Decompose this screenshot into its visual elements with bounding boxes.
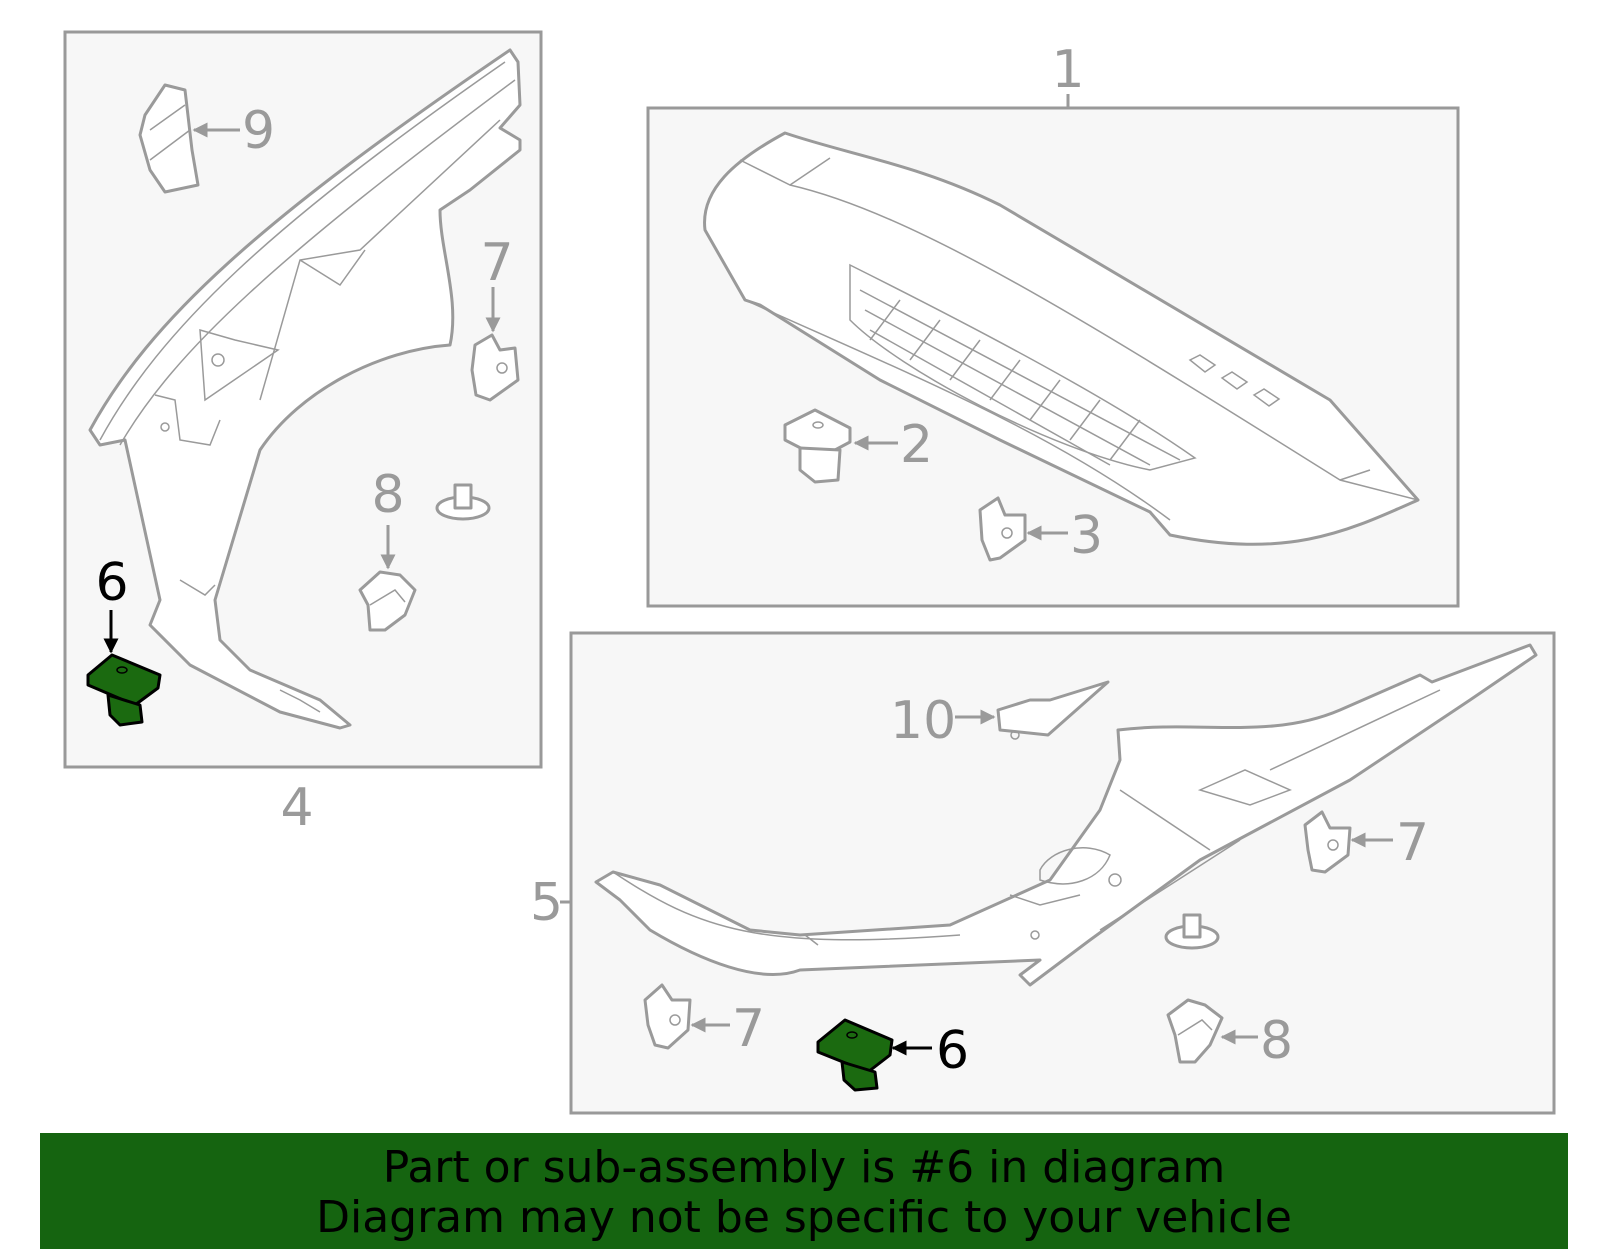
info-banner: Part or sub-assembly is #6 in diagram Di… bbox=[40, 1133, 1568, 1249]
callout-8-right: 8 bbox=[1260, 1011, 1293, 1071]
callout-10: 10 bbox=[890, 691, 956, 751]
part-7-clip-left bbox=[470, 333, 520, 402]
callout-2: 2 bbox=[900, 415, 933, 475]
part-6-highlighted-left bbox=[86, 610, 162, 727]
part-8-retainer-left bbox=[358, 570, 417, 632]
part-10-trim-piece bbox=[996, 680, 1110, 737]
banner-line-2: Diagram may not be specific to your vehi… bbox=[316, 1192, 1292, 1243]
callout-5: 5 bbox=[530, 873, 563, 933]
callout-4: 4 bbox=[280, 778, 313, 838]
callout-6-right: 6 bbox=[936, 1021, 969, 1081]
pillar-trim-panel bbox=[88, 48, 522, 730]
callout-7-left: 7 bbox=[480, 233, 513, 293]
panel-assembly-1 bbox=[646, 94, 1460, 608]
callout-7-right-bottom: 7 bbox=[732, 999, 765, 1059]
callout-9: 9 bbox=[242, 101, 275, 161]
part-7-clip-right-bottom bbox=[643, 983, 692, 1050]
callout-7-right-top: 7 bbox=[1396, 813, 1429, 873]
part-7-clip-right-top bbox=[1303, 810, 1352, 874]
panel-assembly-5 bbox=[560, 631, 1556, 1115]
part-9-bracket bbox=[138, 83, 200, 194]
part-8-retainer-right bbox=[1166, 998, 1224, 1064]
part-3-clip bbox=[978, 496, 1027, 562]
panel-assembly-4 bbox=[63, 30, 543, 769]
scuff-plate bbox=[703, 131, 1420, 546]
banner-line-1: Part or sub-assembly is #6 in diagram bbox=[382, 1142, 1226, 1193]
callout-3: 3 bbox=[1070, 506, 1103, 566]
callout-6-left: 6 bbox=[95, 553, 128, 613]
sill-trim-panel bbox=[594, 643, 1538, 987]
callout-1: 1 bbox=[1051, 40, 1084, 100]
part-6-highlighted-right bbox=[816, 1018, 932, 1092]
callout-8-left: 8 bbox=[371, 465, 404, 525]
part-2-clip bbox=[783, 408, 852, 460]
